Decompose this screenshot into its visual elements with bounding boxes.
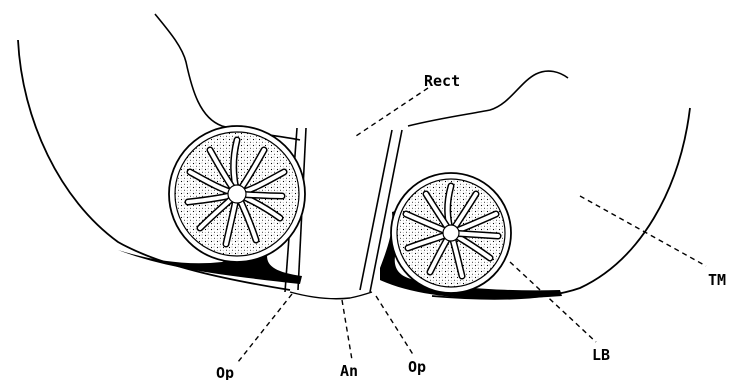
label-lb: LB [592, 346, 610, 364]
left-upper-fold [155, 14, 300, 140]
leader-tm [580, 196, 706, 266]
label-an: An [340, 362, 358, 380]
leader-rect [356, 88, 428, 136]
label-op-right: Op [408, 358, 426, 376]
label-tm: TM [708, 271, 726, 289]
leader-an [342, 300, 352, 360]
label-rect: Rect [424, 72, 460, 90]
leader-op-right [376, 296, 414, 356]
label-op-left: Op [216, 364, 234, 380]
leader-op-left [238, 294, 292, 362]
anal-opening [290, 292, 372, 299]
leader-lb [510, 262, 596, 342]
